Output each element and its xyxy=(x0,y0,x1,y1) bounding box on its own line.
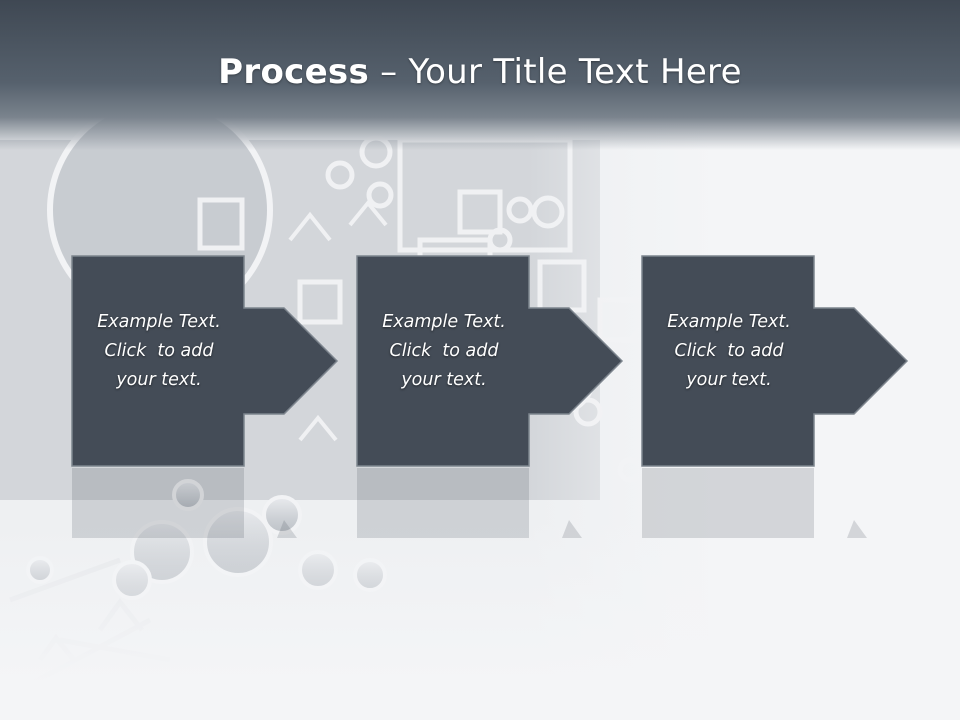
step-text-line: Click to add xyxy=(674,341,784,361)
title-bold: Process xyxy=(218,52,370,92)
step-text-line: Click to add xyxy=(389,341,499,361)
step-text-3[interactable]: Example Text. Click to add your text. xyxy=(642,308,816,395)
slide-title[interactable]: Process – Your Title Text Here xyxy=(0,52,960,92)
step-arrow-shape xyxy=(71,255,339,467)
process-step-2[interactable]: Example Text. Click to add your text. xyxy=(356,255,637,468)
step-text-2[interactable]: Example Text. Click to add your text. xyxy=(357,308,531,395)
header-bar xyxy=(0,0,960,150)
step-arrow-shape xyxy=(356,255,624,467)
step-reflection xyxy=(642,468,922,538)
step-text-line: Example Text. xyxy=(667,312,791,332)
process-step-3[interactable]: Example Text. Click to add your text. xyxy=(641,255,922,468)
step-text-line: your text. xyxy=(401,370,487,390)
step-arrow-shape xyxy=(641,255,909,467)
step-text-line: Example Text. xyxy=(97,312,221,332)
process-step-1[interactable]: Example Text. Click to add your text. xyxy=(71,255,352,468)
step-reflection xyxy=(357,468,637,538)
step-text-1[interactable]: Example Text. Click to add your text. xyxy=(72,308,246,395)
step-reflection xyxy=(72,468,352,538)
step-text-line: Click to add xyxy=(104,341,214,361)
step-text-line: your text. xyxy=(116,370,202,390)
title-rest: – Your Title Text Here xyxy=(369,52,742,92)
step-text-line: Example Text. xyxy=(382,312,506,332)
step-text-line: your text. xyxy=(686,370,772,390)
